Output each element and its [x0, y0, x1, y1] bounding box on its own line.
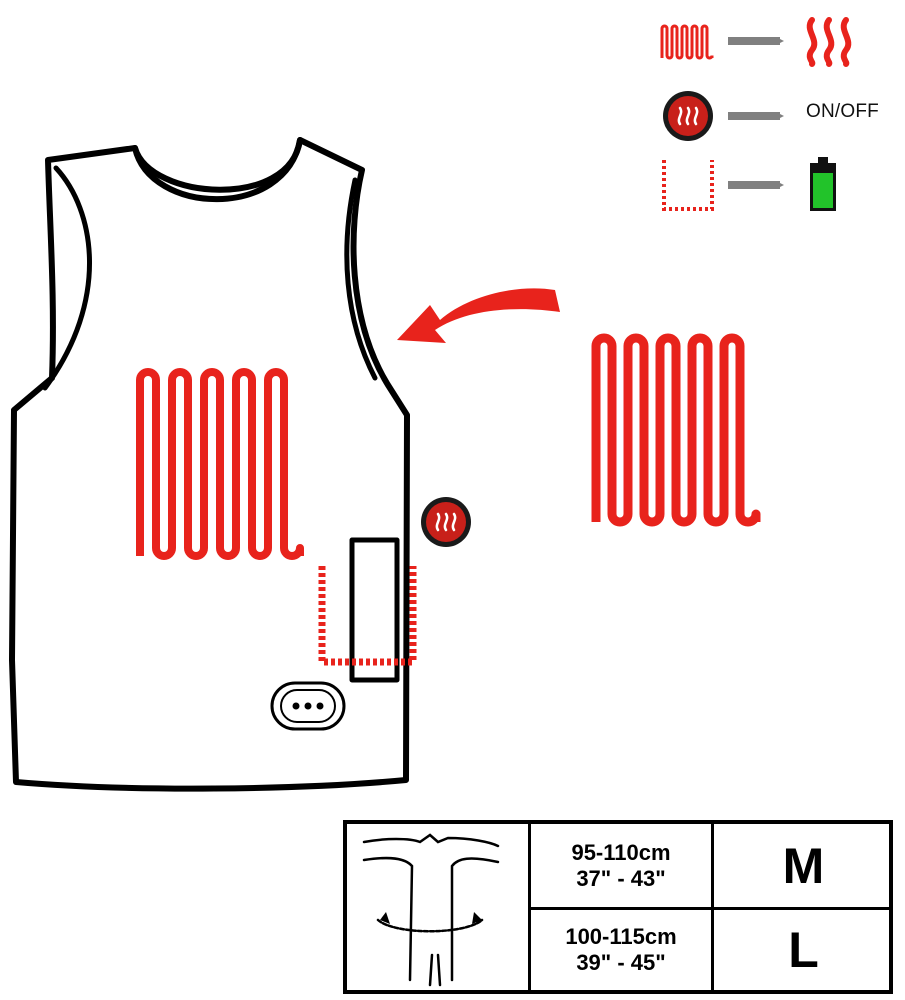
size-table: 95-110cm 37" - 43" M 100-115cm 39" - 45"… [343, 820, 893, 994]
vest-outline [9, 137, 410, 792]
size-m-cm: 95-110cm [571, 839, 671, 865]
legend-power-button-icon [663, 91, 713, 141]
size-l-inch: 39" - 45" [576, 950, 666, 975]
size-l-range: 100-115cm 39" - 45" [531, 910, 711, 990]
table-divider [528, 907, 893, 910]
size-l-cm: 100-115cm [565, 924, 677, 949]
body-measurement-icon [362, 833, 500, 987]
size-l-label: L [788, 922, 819, 978]
size-m-label: M [782, 837, 825, 894]
legend-battery-pocket-icon [662, 160, 714, 211]
size-m-inch: 37" - 43" [576, 865, 666, 891]
size-m-range: 95-110cm 37" - 43" [531, 824, 711, 907]
vest-heating-element [136, 368, 304, 560]
vest-power-button-icon [421, 497, 471, 547]
heat-waves-icon [806, 17, 852, 67]
vest-battery-pocket [318, 566, 417, 666]
on-off-label: ON/OFF [806, 101, 879, 122]
legend [660, 17, 852, 211]
insert-arrow-icon [397, 288, 560, 343]
standalone-heating-element [591, 333, 761, 527]
battery-icon [810, 157, 836, 211]
controller-icon [270, 681, 346, 731]
legend-heating-element-icon [660, 24, 714, 60]
